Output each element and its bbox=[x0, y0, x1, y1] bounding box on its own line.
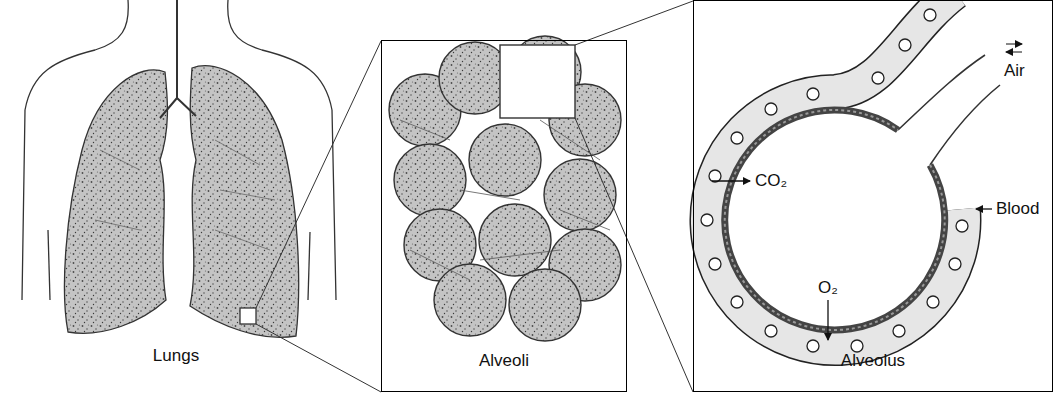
gas-label: O₂ bbox=[818, 279, 838, 298]
lungs-figure bbox=[64, 0, 298, 337]
gas-label: CO₂ bbox=[755, 172, 787, 191]
flow-label: Blood bbox=[996, 200, 1039, 219]
zoom-line bbox=[256, 41, 381, 392]
panel-title: Alveolus bbox=[841, 351, 905, 371]
zoom-panel: Alveoli bbox=[381, 40, 627, 392]
organ-label: Lungs bbox=[153, 347, 199, 366]
alveolus-figure bbox=[701, 0, 1022, 352]
flow-label: Air bbox=[1004, 62, 1025, 81]
alveoli-cluster bbox=[389, 36, 621, 341]
zoom-panel: Alveolus bbox=[693, 0, 1053, 392]
zoom-line bbox=[575, 1, 693, 392]
panel-title: Alveoli bbox=[479, 351, 529, 371]
